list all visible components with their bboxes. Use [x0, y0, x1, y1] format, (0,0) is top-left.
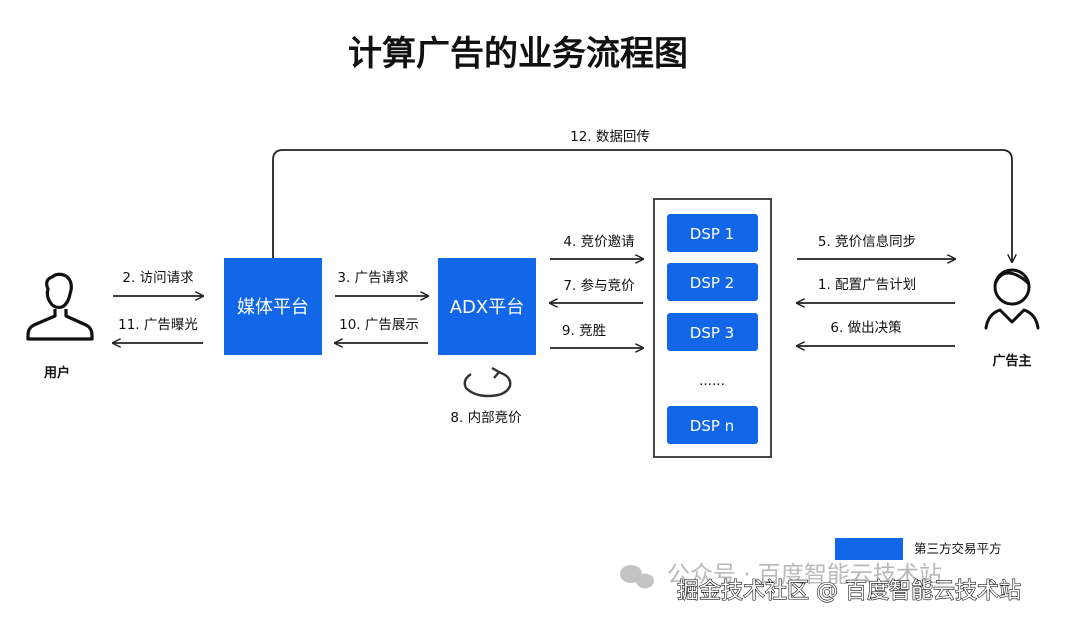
- dsp-3-label: DSP 3: [690, 324, 734, 342]
- user-label: 用户: [43, 365, 70, 381]
- adx-platform-box: [438, 258, 536, 355]
- user-icon: [26, 272, 94, 341]
- dsp-2-box: [667, 263, 758, 301]
- step-9-label: 9. 竞胜: [562, 322, 606, 339]
- step-3-label: 3. 广告请求: [337, 270, 409, 286]
- dsp-1-label: DSP 1: [690, 225, 734, 243]
- dsp-n-box: [667, 406, 758, 444]
- watermark-line-2: 掘金技术社区 @ 百度智能云技术站: [677, 579, 1021, 604]
- legend-label: 第三方交易平方: [914, 541, 1002, 556]
- watermark-line-1: 公众号 · 百度智能云技术站: [667, 562, 942, 588]
- dsp-1-box: [667, 214, 758, 252]
- media-platform-label: 媒体平台: [237, 297, 309, 318]
- step-4-label: 4. 竞价邀请: [563, 233, 634, 250]
- advertiser-icon: [984, 268, 1040, 330]
- step-2-label: 2. 访问请求: [122, 270, 194, 286]
- page-title: 计算广告的业务流程图: [348, 34, 688, 74]
- dsp-2-label: DSP 2: [690, 274, 734, 292]
- step-11-label: 11. 广告曝光: [118, 317, 198, 333]
- step-6-label: 6. 做出决策: [830, 319, 902, 336]
- dsp-3-box: [667, 313, 758, 351]
- step-7-label: 7. 参与竞价: [563, 277, 635, 294]
- advertiser-label: 广告主: [992, 353, 1031, 369]
- media-platform-box: [224, 258, 322, 355]
- adx-platform-label: ADX平台: [450, 297, 525, 318]
- feedback-loop-arrow: [272, 149, 1012, 262]
- wechat-icon: [620, 565, 654, 589]
- internal-bidding-loop-icon: [463, 366, 512, 398]
- step-12-label: 12. 数据回传: [570, 129, 650, 145]
- step-8-label: 8. 内部竞价: [450, 409, 522, 426]
- legend-swatch: [835, 538, 903, 560]
- step-10-label: 10. 广告展示: [339, 317, 419, 333]
- dsp-ellipsis: ......: [699, 373, 725, 389]
- dsp-n-label: DSP n: [690, 417, 734, 435]
- step-5-label: 5. 竞价信息同步: [818, 233, 916, 250]
- step-1-label: 1. 配置广告计划: [818, 277, 916, 293]
